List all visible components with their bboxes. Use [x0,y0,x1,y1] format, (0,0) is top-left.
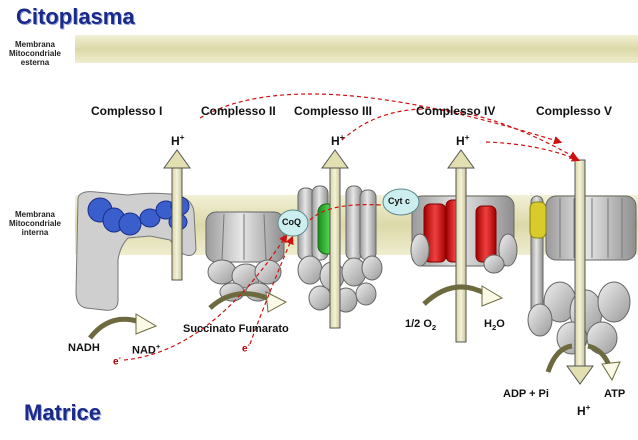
inner-membrane-label-line: Membrana [14,210,55,219]
proton-arrow-complex-i [163,149,191,281]
succinate-arrow [208,291,274,310]
inner-membrane-label-line: interna [21,228,49,237]
inner-membrane-label-line: Mitocondriale [8,219,61,228]
complex-iv-label: Complesso IV [416,104,496,118]
oxygen-arrow [422,284,488,306]
electron-label-nadh: e- [113,355,121,368]
proton-label-complex-iii: H+ [331,132,345,148]
succinate-fumarate-label: Succinato Fumarato [183,323,289,335]
complex-v-label: Complesso V [536,104,613,118]
coq-carrier [277,209,309,237]
complex-iv [410,195,518,274]
substrate-arrows [88,284,613,373]
proton-arrow-complex-iii [321,149,349,329]
complex-iii-label: Complesso III [294,104,373,118]
nadh-label: NADH [68,342,100,354]
water-label: H2O [484,318,505,333]
outer-membrane-label: Membrana Mitocondriale esterna [4,40,66,67]
cyt-c-label: Cyt c [388,196,411,206]
adp-arrow [545,343,573,373]
electron-label-succinate: e- [242,342,250,355]
outer-membrane [75,35,638,63]
proton-arrow-complex-iv [447,149,475,343]
complex-i-label: Complesso I [91,104,163,118]
complex-ii [205,211,285,302]
cytoplasm-label: Citoplasma [16,4,135,29]
outer-membrane-label-line: Membrana [14,40,55,49]
nadh-arrow [88,316,141,340]
complex-ii-label: Complesso II [201,104,276,118]
coq-label: CoQ [282,217,301,227]
substrate-arrowheads [135,285,621,382]
oxygen-label: 1/2 O2 [405,318,437,333]
outer-membrane-label-line: esterna [20,58,50,67]
cyt-c-carrier [382,188,420,216]
proton-label-complex-i: H+ [171,132,185,148]
atp-label: ATP [604,388,626,400]
proton-arrows [163,149,594,385]
adp-pi-label: ADP + Pi [503,388,549,400]
electron-path [123,93,581,361]
inner-membrane-label: Membrana Mitocondriale interna [2,210,68,237]
proton-label-complex-iv: H+ [456,132,470,148]
matrix-label: Matrice [24,400,102,425]
proton-label-matrix: H+ [577,402,591,418]
outer-membrane-label-line: Mitocondriale [8,49,61,58]
nad-label: NAD+ [132,342,161,357]
